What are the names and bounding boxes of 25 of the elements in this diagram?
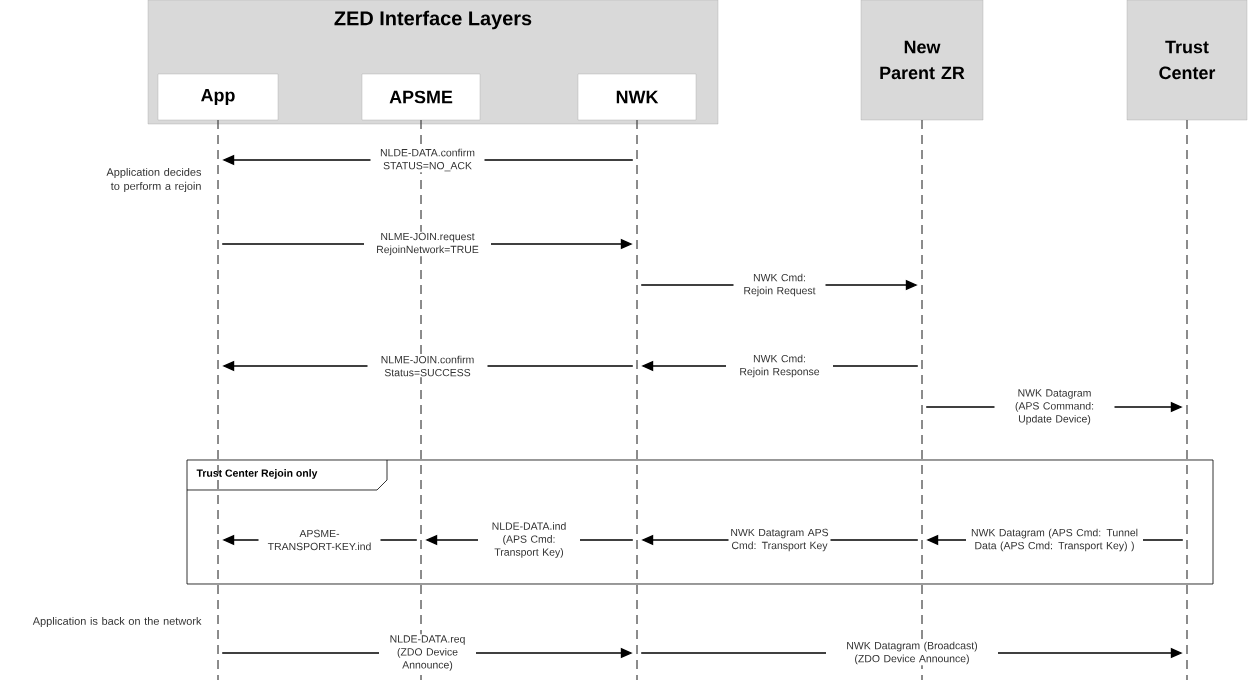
edge-label: NWK Cmd: Rejoin Response — [726, 353, 833, 379]
frame-tab: Trust Center Rejoin only — [186, 459, 388, 491]
edge-label: NWK Datagram APS Cmd: Transport Key — [728, 527, 831, 553]
lifeline — [636, 119, 638, 681]
edge-label: NLDE-DATA.req (ZDO Device Announce) — [379, 634, 476, 672]
lifeline — [217, 119, 219, 681]
edge-label: NLME-JOIN.confirm Status=SUCCESS — [367, 354, 488, 378]
note-text: Application is back on the network — [32, 616, 202, 628]
layer-box: App — [157, 73, 279, 121]
edge-label: NWK Cmd: Rejoin Request — [733, 272, 826, 298]
edge-label: NWK Datagram (APS Cmd: Tunnel Data (APS Cmd: Transport Key) ) — [966, 527, 1143, 553]
participant-box: Trust Center — [1126, 0, 1248, 121]
lifeline — [921, 119, 923, 681]
participant-box: New Parent ZR — [860, 0, 984, 121]
edge-label: NLDE-DATA.confirm STATUS=NO_ACK — [370, 147, 485, 173]
edge-label: NWK Datagram (APS Command: Update Device) — [994, 388, 1115, 426]
edge-label: APSME-TRANSPORT-KEY.ind — [258, 528, 381, 552]
edge-label: NLME-JOIN.request RejoinNetwork=TRUE — [364, 231, 491, 257]
layer-box: NWK — [577, 73, 697, 121]
lifeline — [1186, 119, 1188, 681]
edge-label: NLDE-DATA.ind (APS Cmd: Transport Key) — [478, 521, 580, 559]
note-text: Application decides to perform a rejoin — [106, 167, 202, 193]
edge-label: NWK Datagram (Broadcast) (ZDO Device Announce) — [826, 640, 998, 666]
layer-box: APSME — [361, 73, 481, 121]
lifeline — [420, 119, 422, 681]
